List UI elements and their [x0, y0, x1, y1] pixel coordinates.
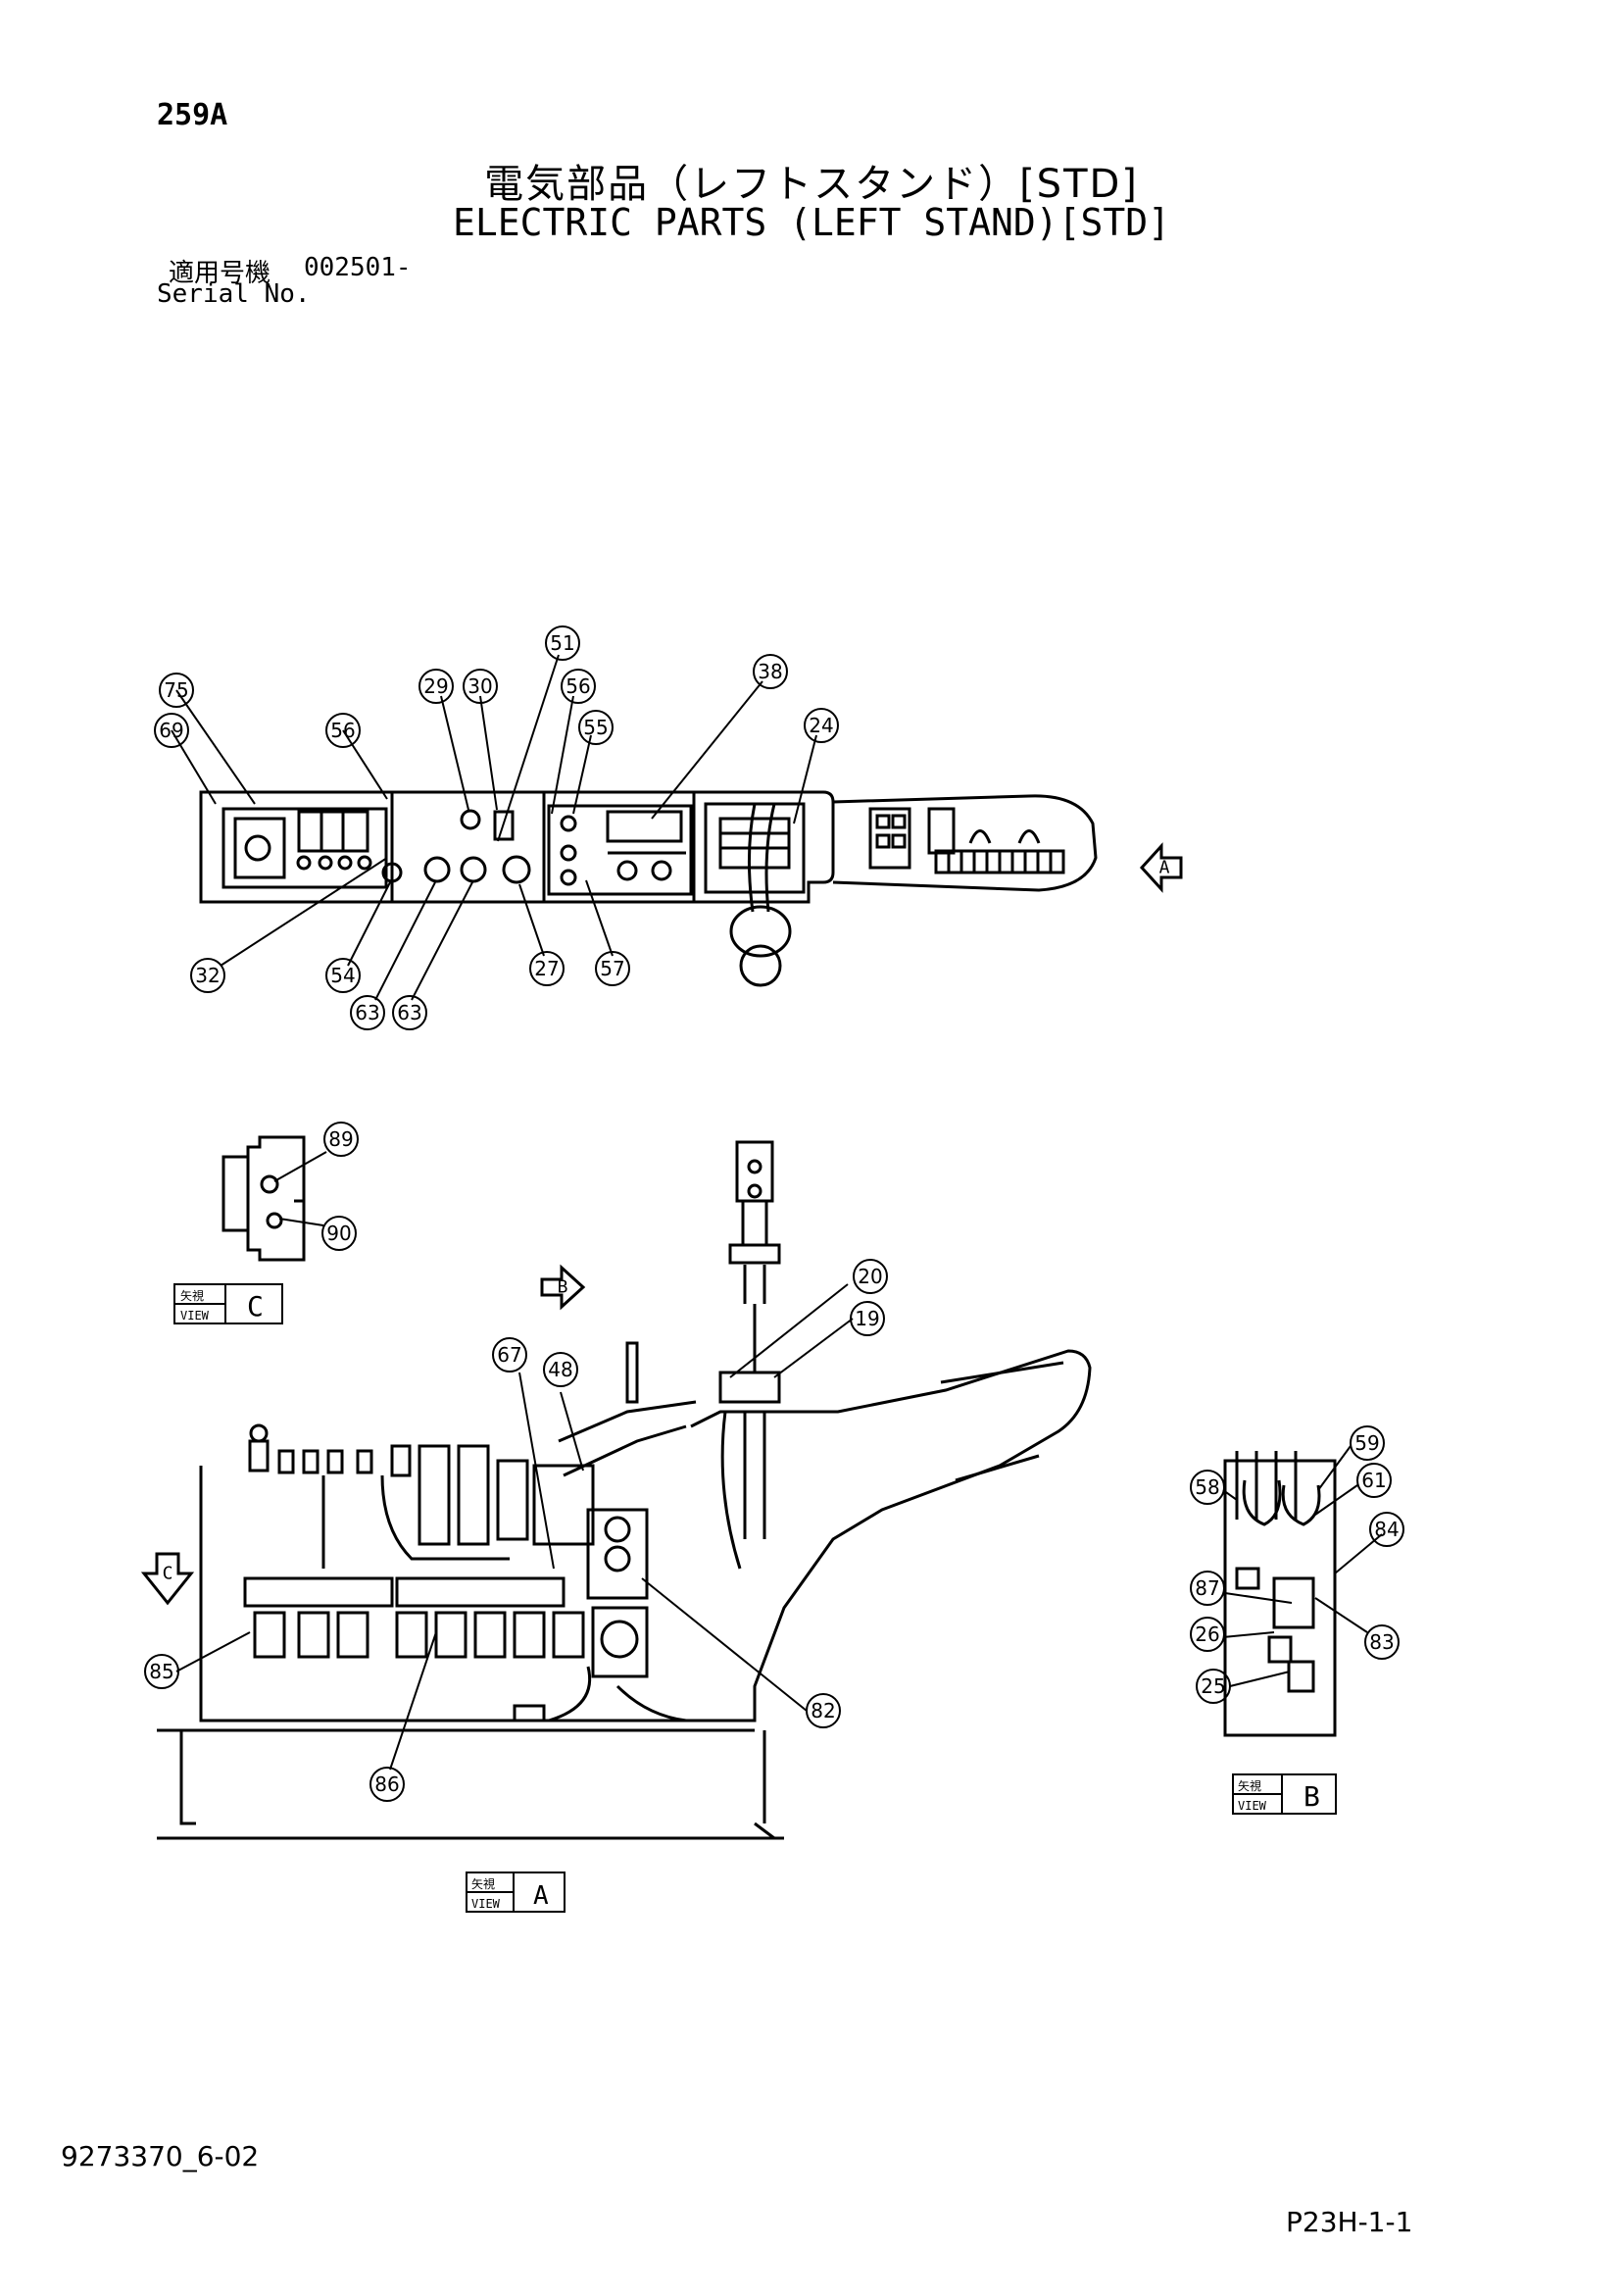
callout-label: 89: [328, 1127, 353, 1151]
callout-label: 56: [566, 674, 590, 698]
view-b-drawing: [1223, 1451, 1337, 1737]
callout-label: 82: [811, 1699, 835, 1722]
leader-lines: [171, 654, 1383, 1771]
view-b-letter: B: [1303, 1780, 1320, 1813]
callout-label: 19: [855, 1307, 879, 1330]
page-reference: P23H-1-1: [1286, 2206, 1413, 2238]
callout-label: 84: [1374, 1518, 1399, 1541]
callout-label: 38: [758, 660, 782, 683]
view-a-en: VIEW: [471, 1897, 501, 1911]
side-view-drawing: [140, 1140, 1092, 1840]
serial-label-english: Serial No.: [157, 279, 311, 309]
serial-label-japanese: 適用号機: [169, 259, 271, 288]
callout-label: 51: [550, 631, 574, 655]
callout-label: 24: [809, 714, 833, 737]
callout-label: 85: [149, 1660, 173, 1683]
title-english: ELECTRIC PARTS (LEFT STAND)[STD]: [452, 201, 1171, 244]
callout-label: 20: [858, 1265, 882, 1288]
callout-label: 25: [1201, 1674, 1225, 1698]
view-a-jp: 矢視: [471, 1876, 495, 1891]
callout-label: 32: [195, 964, 220, 987]
callout-label: 30: [467, 674, 492, 698]
view-arrow-b-letter: B: [558, 1277, 568, 1298]
callout-label: 61: [1361, 1469, 1386, 1492]
callout-circles: [144, 625, 1404, 1802]
callout-label: 55: [583, 716, 608, 739]
page-code: 259A: [157, 98, 228, 132]
callout-label: 48: [548, 1358, 572, 1381]
callout-label: 63: [355, 1001, 379, 1024]
document-number: 9273370_6-02: [61, 2140, 260, 2172]
view-c-letter: C: [247, 1290, 264, 1323]
callout-label: 56: [330, 719, 355, 742]
callout-label: 57: [600, 957, 624, 980]
callout-label: 58: [1195, 1475, 1219, 1499]
callout-label: 83: [1369, 1630, 1394, 1654]
callout-label: 87: [1195, 1576, 1219, 1600]
callout-label: 26: [1195, 1622, 1219, 1646]
view-c-jp: 矢視: [180, 1288, 204, 1303]
callout-label: 90: [326, 1222, 351, 1245]
serial-number: 002501-: [304, 253, 412, 282]
title-japanese: 電気部品（レフトスタンド）[STD]: [484, 162, 1139, 207]
callout-label: 67: [497, 1343, 521, 1367]
view-label-boxes: [173, 1283, 1337, 1913]
view-arrow-c-letter: C: [163, 1564, 173, 1584]
view-arrow-a-letter: A: [1159, 858, 1170, 878]
callout-label: 54: [330, 964, 355, 987]
view-c-en: VIEW: [180, 1309, 210, 1323]
view-b-jp: 矢視: [1238, 1778, 1261, 1793]
callout-label: 69: [159, 719, 183, 742]
callout-label: 59: [1354, 1431, 1379, 1455]
callout-label: 63: [397, 1001, 421, 1024]
callout-label: 86: [374, 1772, 399, 1796]
callout-label: 27: [534, 957, 559, 980]
view-b-en: VIEW: [1238, 1799, 1267, 1813]
callout-label: 75: [164, 678, 188, 702]
view-c-drawing: [221, 1135, 306, 1262]
callout-label: 29: [423, 674, 448, 698]
view-a-letter: A: [533, 1881, 549, 1911]
top-panel-drawing: [199, 790, 1183, 987]
